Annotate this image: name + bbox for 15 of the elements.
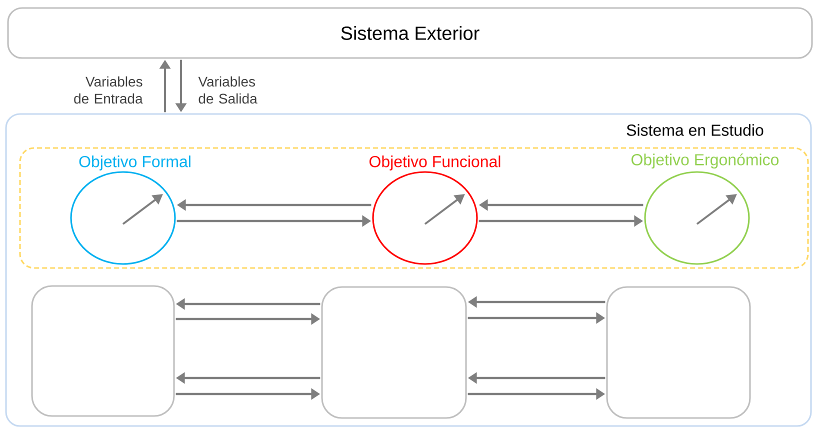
empty-box [606, 286, 751, 419]
system-box [5, 113, 812, 427]
empty-box [31, 285, 175, 417]
edge-label: Variables de Salida [198, 76, 258, 104]
gauge-circle [70, 156, 190, 265]
empty-box [321, 286, 467, 419]
edge-label: Variables de Entrada [74, 76, 143, 104]
objective-heading: Objetivo Ergonómico [632, 153, 779, 169]
dashed-band [19, 147, 809, 269]
objective-heading: Objetivo Funcional [370, 156, 500, 170]
system-box: Sistema Exterior [7, 7, 813, 59]
box-heading: Sistema en Estudio [626, 124, 764, 136]
objective-heading: Objetivo Formal [79, 156, 190, 170]
gauge-circle [370, 156, 500, 265]
gauge-circle [632, 153, 779, 265]
